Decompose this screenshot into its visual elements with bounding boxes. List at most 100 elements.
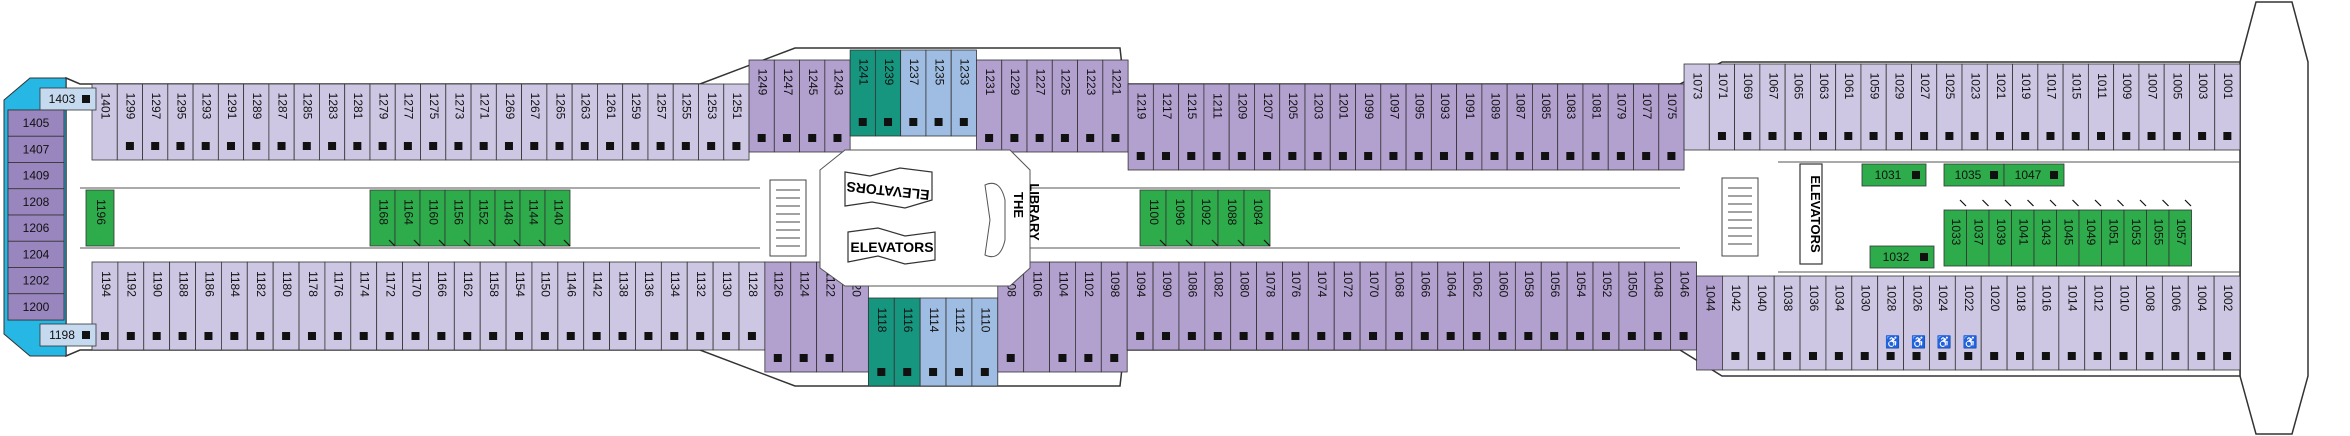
cabin-1099[interactable]: 1099	[1355, 83, 1382, 171]
cabin-1100[interactable]: 1100	[1139, 189, 1167, 247]
cabin-1069[interactable]: 1069	[1734, 63, 1761, 151]
cabin-1041[interactable]: 1041	[2011, 209, 2035, 267]
cabin-1044[interactable]: 1044	[1696, 275, 1723, 371]
cabin-1200[interactable]: 1200	[7, 293, 65, 321]
cabin-1068[interactable]: 1068	[1385, 261, 1413, 351]
cabin-1261[interactable]: 1261	[597, 83, 624, 161]
cabin-1160[interactable]: 1160	[419, 189, 446, 247]
cabin-1116[interactable]: 1116	[893, 297, 921, 387]
cabin-1080[interactable]: 1080	[1230, 261, 1257, 351]
cabin-1403[interactable]: 1403	[39, 87, 97, 111]
cabin-1144[interactable]: 1144	[519, 189, 546, 247]
cabin-1092[interactable]: 1092	[1191, 189, 1219, 247]
cabin-1265[interactable]: 1265	[546, 83, 573, 161]
cabin-1253[interactable]: 1253	[698, 83, 725, 161]
cabin-1055[interactable]: 1055	[2146, 209, 2170, 267]
cabin-1039[interactable]: 1039	[1988, 209, 2012, 267]
cabin-1085[interactable]: 1085	[1532, 83, 1559, 171]
cabin-1263[interactable]: 1263	[571, 83, 598, 161]
cabin-1269[interactable]: 1269	[495, 83, 522, 161]
cabin-1086[interactable]: 1086	[1178, 261, 1206, 351]
cabin-1186[interactable]: 1186	[195, 261, 222, 351]
cabin-1053[interactable]: 1053	[2123, 209, 2147, 267]
cabin-1073[interactable]: 1073	[1683, 63, 1710, 151]
cabin-1201[interactable]: 1201	[1329, 83, 1356, 171]
cabin-1146[interactable]: 1146	[557, 261, 585, 351]
cabin-1275[interactable]: 1275	[420, 83, 447, 161]
cabin-1104[interactable]: 1104	[1049, 261, 1076, 373]
cabin-1299[interactable]: 1299	[116, 83, 143, 161]
cabin-1194[interactable]: 1194	[91, 261, 119, 351]
cabin-1090[interactable]: 1090	[1152, 261, 1180, 351]
cabin-1279[interactable]: 1279	[369, 83, 396, 161]
cabin-1241[interactable]: 1241	[849, 49, 876, 137]
cabin-1198[interactable]: 1198	[39, 323, 97, 347]
cabin-1291[interactable]: 1291	[217, 83, 245, 161]
cabin-1060[interactable]: 1060	[1489, 261, 1516, 351]
cabin-1042[interactable]: 1042	[1722, 275, 1749, 371]
cabin-1067[interactable]: 1067	[1759, 63, 1786, 151]
cabin-1206[interactable]: 1206	[7, 214, 65, 242]
cabin-1094[interactable]: 1094	[1126, 261, 1154, 351]
cabin-1002[interactable]: 1002	[2213, 275, 2241, 371]
cabin-1050[interactable]: 1050	[1618, 261, 1646, 351]
cabin-1012[interactable]: 1012	[2084, 275, 2112, 371]
cabin-1170[interactable]: 1170	[402, 261, 429, 351]
cabin-1259[interactable]: 1259	[622, 83, 649, 161]
cabin-1138[interactable]: 1138	[609, 261, 636, 351]
cabin-1048[interactable]: 1048	[1644, 261, 1672, 351]
cabin-1023[interactable]: 1023	[1961, 63, 1988, 151]
cabin-1084[interactable]: 1084	[1243, 189, 1271, 247]
cabin-1257[interactable]: 1257	[647, 83, 674, 161]
cabin-1001[interactable]: 1001	[2214, 63, 2241, 151]
cabin-1040[interactable]: 1040	[1747, 275, 1775, 371]
cabin-1174[interactable]: 1174	[350, 261, 378, 351]
cabin-1098[interactable]: 1098	[1100, 261, 1128, 373]
cabin-1089[interactable]: 1089	[1481, 83, 1508, 171]
cabin-1005[interactable]: 1005	[2163, 63, 2190, 151]
cabin-1176[interactable]: 1176	[324, 261, 352, 351]
cabin-1287[interactable]: 1287	[268, 83, 295, 161]
cabin-1036[interactable]: 1036	[1799, 275, 1827, 371]
cabin-1027[interactable]: 1027	[1911, 63, 1938, 151]
cabin-1043[interactable]: 1043	[2033, 209, 2057, 267]
cabin-1052[interactable]: 1052	[1592, 261, 1620, 351]
cabin-1219[interactable]: 1219	[1127, 83, 1154, 171]
cabin-1088[interactable]: 1088	[1217, 189, 1245, 247]
cabin-1158[interactable]: 1158	[479, 261, 507, 351]
cabin-1215[interactable]: 1215	[1178, 83, 1205, 171]
cabin-1007[interactable]: 1007	[2138, 63, 2165, 151]
cabin-1285[interactable]: 1285	[293, 83, 320, 161]
cabin-1054[interactable]: 1054	[1566, 261, 1594, 351]
cabin-1204[interactable]: 1204	[7, 240, 65, 268]
cabin-1231[interactable]: 1231	[976, 59, 1003, 153]
cabin-1075[interactable]: 1075	[1658, 83, 1685, 171]
cabin-1079[interactable]: 1079	[1607, 83, 1634, 171]
cabin-1047[interactable]: 1047	[2003, 163, 2065, 187]
cabin-1202[interactable]: 1202	[7, 267, 65, 295]
cabin-1070[interactable]: 1070	[1359, 261, 1387, 351]
cabin-1229[interactable]: 1229	[1001, 59, 1028, 153]
cabin-1019[interactable]: 1019	[2012, 63, 2039, 151]
cabin-1118[interactable]: 1118	[867, 297, 895, 387]
cabin-1110[interactable]: 1110	[971, 297, 999, 387]
cabin-1074[interactable]: 1074	[1307, 261, 1335, 351]
cabin-1106[interactable]: 1106	[1023, 261, 1050, 373]
cabin-1132[interactable]: 1132	[686, 261, 714, 351]
cabin-1134[interactable]: 1134	[660, 261, 688, 351]
cabin-1233[interactable]: 1233	[950, 49, 977, 137]
cabin-1152[interactable]: 1152	[469, 189, 496, 247]
cabin-1059[interactable]: 1059	[1860, 63, 1887, 151]
cabin-1196[interactable]: 1196	[85, 189, 115, 247]
cabin-1095[interactable]: 1095	[1405, 83, 1432, 171]
cabin-1112[interactable]: 1112	[945, 297, 973, 387]
cabin-1003[interactable]: 1003	[2189, 63, 2216, 151]
cabin-1082[interactable]: 1082	[1204, 261, 1232, 351]
cabin-1024[interactable]: 1024♿	[1929, 275, 1956, 371]
cabin-1018[interactable]: 1018	[2006, 275, 2034, 371]
cabin-1245[interactable]: 1245	[799, 59, 826, 153]
cabin-1166[interactable]: 1166	[428, 261, 455, 351]
cabin-1128[interactable]: 1128	[738, 261, 766, 351]
cabin-1011[interactable]: 1011	[2087, 63, 2115, 151]
cabin-1006[interactable]: 1006	[2161, 275, 2189, 371]
